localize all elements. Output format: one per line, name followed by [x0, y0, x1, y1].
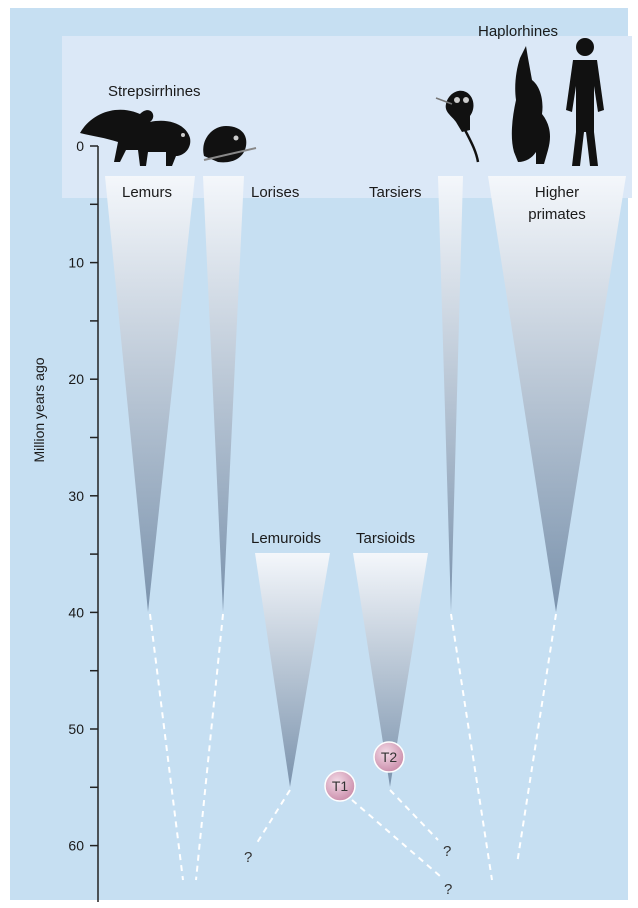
uncertain-origin-lemuroids: ?	[244, 849, 252, 866]
marker-label-t2: T2	[381, 749, 398, 765]
axis-tick-label: 60	[68, 838, 84, 854]
axis-tick-label: 30	[68, 488, 84, 504]
dashed-line-lorises	[195, 613, 224, 881]
ape-silhouette-icon	[511, 46, 550, 164]
lineage-wedge-higher-primates	[488, 176, 626, 612]
dashed-line-lemuroids	[254, 789, 291, 847]
dashed-line-t1	[351, 799, 441, 877]
lineage-label-lemurs: Lemurs	[122, 184, 172, 201]
axis-tick-label: 10	[68, 255, 84, 271]
fossil-marker-t1: T1	[324, 770, 356, 802]
axis-tick-label: 20	[68, 371, 84, 387]
uncertain-origin-t1: ?	[444, 881, 452, 898]
marker-circle-t2	[373, 741, 405, 773]
lineage-label-higher-primates-line2: primates	[528, 206, 586, 223]
lineage-wedge-tarsiers	[438, 176, 463, 612]
lineage-wedge-lemurs	[105, 176, 195, 612]
lineage-wedge-lorises	[203, 176, 244, 612]
axis-tick-label: 40	[68, 604, 84, 620]
marker-label-t1: T1	[332, 778, 349, 794]
lemur-silhouette-icon	[80, 109, 191, 166]
group-label-haplorhines: Haplorhines	[478, 23, 558, 40]
human-silhouette-icon	[566, 38, 604, 166]
group-label-strepsirrhines: Strepsirrhines	[108, 83, 201, 100]
ancestry-lines	[149, 613, 557, 881]
axis-label: Million years ago	[31, 357, 47, 462]
dashed-line-higher-primates	[516, 613, 557, 865]
uncertain-origin-tarsioids: ?	[443, 843, 451, 860]
axis-tick-label: 0	[76, 138, 84, 154]
dashed-line-tarsioids	[389, 789, 439, 841]
lineage-wedge-lemuroids	[255, 553, 330, 787]
loris-silhouette-icon	[203, 126, 257, 163]
lineage-label-lorises: Lorises	[251, 184, 299, 201]
dashed-line-tarsiers	[450, 613, 493, 881]
fossil-marker-t2: T2	[373, 741, 405, 773]
lineage-wedge-tarsioids	[353, 553, 428, 787]
dashed-line-lemurs	[149, 613, 184, 881]
tarsier-silhouette-icon	[435, 90, 480, 163]
time-axis: 0 10 20 30 40 50 60	[68, 138, 99, 902]
axis-tick-label: 50	[68, 721, 84, 737]
marker-circle-t1	[324, 770, 356, 802]
lineage-label-lemuroids: Lemuroids	[251, 530, 321, 547]
lineage-label-tarsioids: Tarsioids	[356, 530, 415, 547]
lineage-label-higher-primates-line1: Higher	[535, 184, 579, 201]
lineage-label-tarsiers: Tarsiers	[369, 184, 422, 201]
